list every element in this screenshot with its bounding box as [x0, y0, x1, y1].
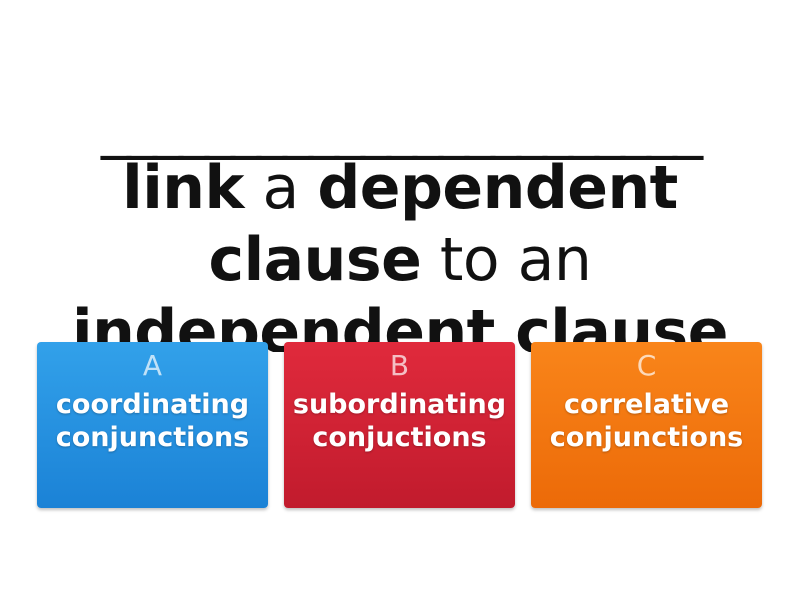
answer-letter: A	[142, 349, 163, 382]
answer-letter: C	[636, 349, 657, 382]
question-part: link	[122, 153, 244, 223]
answer-option-b[interactable]: B subordinating conjuctions	[284, 342, 515, 508]
answer-label: correlative conjunctions	[549, 389, 744, 453]
answer-option-a[interactable]: A coordinating conjunctions	[37, 342, 268, 508]
answer-letter: B	[389, 349, 410, 382]
question-line-2: clause to an	[40, 224, 760, 296]
question-part: dependent	[317, 153, 678, 223]
question-part: clause	[208, 225, 422, 295]
answer-label: subordinating conjuctions	[292, 389, 507, 453]
question-blank: _______________________	[101, 100, 703, 161]
question-line-1: link a dependent	[40, 152, 760, 224]
question-part: a	[243, 153, 318, 223]
answer-option-c[interactable]: C correlative conjunctions	[531, 342, 762, 508]
question-part: to an	[421, 225, 592, 295]
question-text: _______________________ link a dependent…	[40, 100, 760, 352]
answer-label: coordinating conjunctions	[55, 389, 250, 453]
